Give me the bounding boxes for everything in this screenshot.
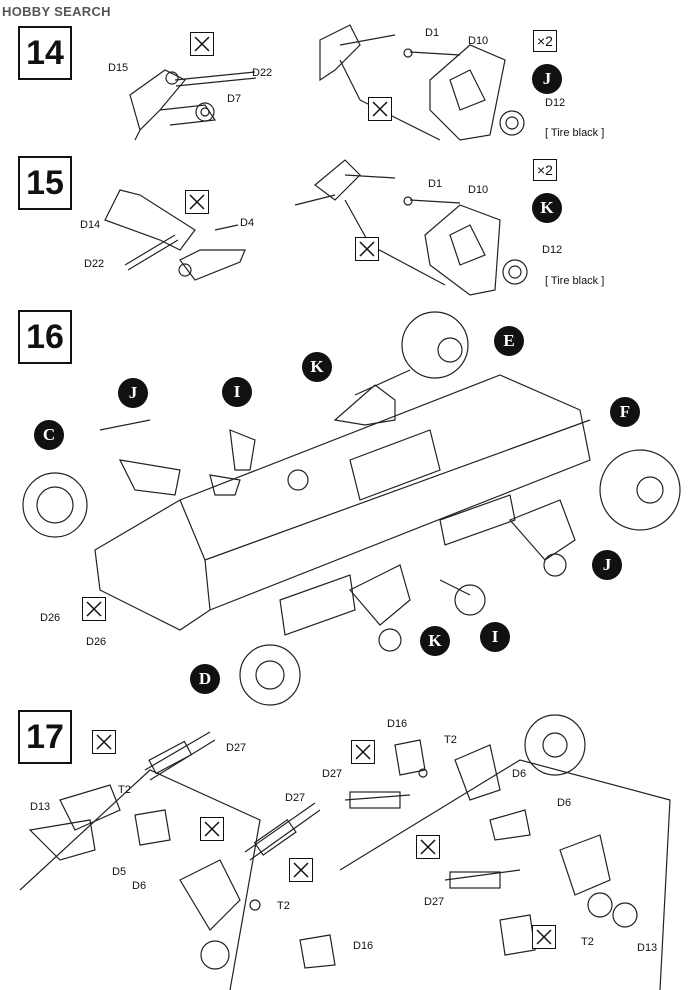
part-label-d16: D16 bbox=[387, 718, 408, 730]
part-label-d13: D13 bbox=[637, 942, 658, 954]
paint-note: [ Tire black ] bbox=[545, 127, 605, 139]
subassembly-badge-e: E bbox=[494, 326, 524, 356]
part-label-d10: D10 bbox=[468, 35, 489, 47]
step-number-14: 14 bbox=[18, 26, 72, 80]
no-cement-icon bbox=[532, 925, 556, 949]
no-cement-icon bbox=[92, 730, 116, 754]
step-number-15: 15 bbox=[18, 156, 72, 210]
step15-hull-arm-drawing bbox=[294, 159, 528, 296]
step17-left-drawing bbox=[19, 731, 336, 990]
step15-arm-drawing bbox=[104, 189, 246, 281]
part-label-d1: D1 bbox=[425, 27, 440, 39]
watermark-text: HOBBY SEARCH bbox=[2, 4, 111, 19]
part-label-d4: D4 bbox=[240, 217, 255, 229]
step16-hull-drawing bbox=[22, 311, 681, 706]
subassembly-badge-k: K bbox=[420, 626, 450, 656]
part-label-d5: D5 bbox=[112, 866, 127, 878]
subassembly-badge-k: K bbox=[532, 193, 562, 223]
subassembly-badge-f: F bbox=[610, 397, 640, 427]
part-label-d26: D26 bbox=[40, 612, 61, 624]
no-cement-icon bbox=[82, 597, 106, 621]
part-label-d6: D6 bbox=[557, 797, 572, 809]
quantity-multiplier: ×2 bbox=[533, 159, 557, 181]
subassembly-badge-i: I bbox=[222, 377, 252, 407]
no-cement-icon bbox=[368, 97, 392, 121]
quantity-multiplier: ×2 bbox=[533, 30, 557, 52]
part-label-t2: T2 bbox=[277, 900, 290, 912]
part-label-d10: D10 bbox=[468, 184, 489, 196]
step14-hull-arm-drawing bbox=[319, 24, 525, 141]
no-cement-icon bbox=[289, 858, 313, 882]
subassembly-badge-k: K bbox=[302, 352, 332, 382]
part-label-t2: T2 bbox=[118, 784, 131, 796]
no-cement-icon bbox=[416, 835, 440, 859]
part-label-d27: D27 bbox=[285, 792, 306, 804]
step14-arm-drawing bbox=[129, 69, 257, 141]
part-label-d13: D13 bbox=[30, 801, 51, 813]
part-label-t2: T2 bbox=[444, 734, 457, 746]
no-cement-icon bbox=[355, 237, 379, 261]
subassembly-badge-j: J bbox=[592, 550, 622, 580]
no-cement-icon bbox=[190, 32, 214, 56]
subassembly-badge-j: J bbox=[532, 64, 562, 94]
part-label-d14: D14 bbox=[80, 219, 101, 231]
step-number-17: 17 bbox=[18, 710, 72, 764]
no-cement-icon bbox=[200, 817, 224, 841]
no-cement-icon bbox=[185, 190, 209, 214]
part-label-d12: D12 bbox=[542, 244, 563, 256]
part-label-d27: D27 bbox=[226, 742, 247, 754]
subassembly-badge-j: J bbox=[118, 378, 148, 408]
part-label-d15: D15 bbox=[108, 62, 129, 74]
subassembly-badge-c: C bbox=[34, 420, 64, 450]
part-label-d27: D27 bbox=[322, 768, 343, 780]
paint-note: [ Tire black ] bbox=[545, 275, 605, 287]
step-number-16: 16 bbox=[18, 310, 72, 364]
part-label-d12: D12 bbox=[545, 97, 566, 109]
part-label-d6: D6 bbox=[512, 768, 527, 780]
part-label-d16: D16 bbox=[353, 940, 374, 952]
part-label-d1: D1 bbox=[428, 178, 443, 190]
no-cement-icon bbox=[351, 740, 375, 764]
part-label-d22: D22 bbox=[252, 67, 273, 79]
part-label-d26: D26 bbox=[86, 636, 107, 648]
part-label-d6: D6 bbox=[132, 880, 147, 892]
subassembly-badge-i: I bbox=[480, 622, 510, 652]
part-label-d7: D7 bbox=[227, 93, 242, 105]
part-label-t2: T2 bbox=[581, 936, 594, 948]
step17-right-drawing bbox=[339, 714, 671, 990]
part-label-d27: D27 bbox=[424, 896, 445, 908]
part-label-d22: D22 bbox=[84, 258, 105, 270]
subassembly-badge-d: D bbox=[190, 664, 220, 694]
